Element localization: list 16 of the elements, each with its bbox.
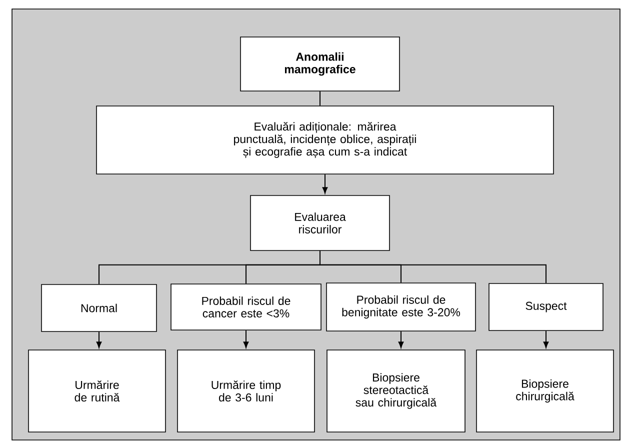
process-box: Suspect bbox=[488, 283, 604, 331]
arrow bbox=[96, 331, 102, 348]
process-box: Biopsiere chirurgicală bbox=[476, 350, 614, 432]
process-box: Urmărire de rutină bbox=[28, 350, 166, 432]
process-box: Urmărire timp de 3-6 luni bbox=[177, 350, 315, 432]
process-box: Probabil riscul de benignitate este 3-20% bbox=[326, 282, 476, 332]
process-box: Probabil riscul de cancer este <3% bbox=[170, 284, 322, 330]
process-box: Evaluări adiționale: mărirea punctuală, incidențe oblice, aspirații și ecografie așa cum s-a indicat bbox=[96, 106, 554, 174]
arrow bbox=[543, 330, 549, 348]
process-box: Normal bbox=[41, 284, 157, 332]
process-box: Biopsiere stereotactică sau chirurgicală bbox=[326, 350, 466, 432]
arrow bbox=[243, 330, 249, 348]
process-box: Anomalii mamografice bbox=[240, 36, 400, 92]
arrow bbox=[322, 174, 328, 194]
arrow bbox=[398, 330, 404, 348]
process-box: Evaluarea riscurilor bbox=[250, 195, 390, 251]
